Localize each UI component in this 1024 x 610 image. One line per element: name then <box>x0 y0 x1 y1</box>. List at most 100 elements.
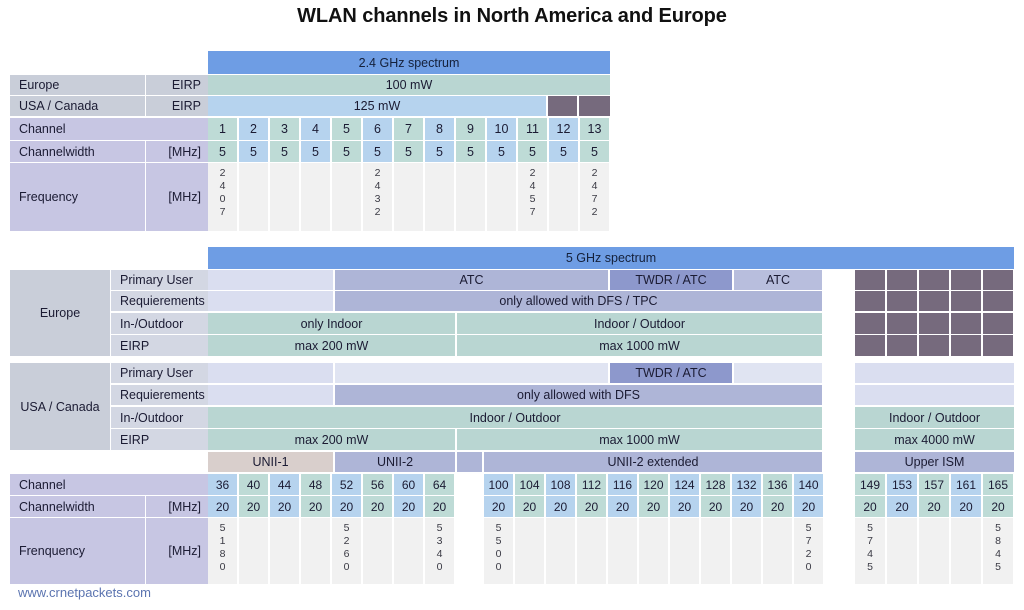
channelwidth-cell-5-120: 20 <box>639 496 668 517</box>
channel-cell-24-11: 11 <box>518 118 547 140</box>
channelwidth-cell-5-140: 20 <box>794 496 823 517</box>
europe-blocked-cell-r1-c3 <box>919 270 949 290</box>
frequency-cell-5-136 <box>763 518 792 584</box>
channelwidth-unit-5: [MHz] <box>146 496 208 517</box>
europe-primary-user-twdr-atc: TWDR / ATC <box>610 270 732 290</box>
frequency-cell-24-2 <box>239 163 268 231</box>
europe-inoutdoor-indoor-outdoor: Indoor / Outdoor <box>457 313 822 334</box>
channelwidth-cell-5-136: 20 <box>763 496 792 517</box>
channel-cell-24-8: 8 <box>425 118 454 140</box>
europe-eirp-value-24: 100 mW <box>208 75 610 95</box>
channel-cell-5-116: 116 <box>608 474 637 495</box>
usa-inoutdoor-value: Indoor / Outdoor <box>208 407 822 428</box>
usa-requirements-metric: Requierements <box>111 385 208 405</box>
channelwidth-cell-5-100: 20 <box>484 496 513 517</box>
band-label-unii-2-extended: UNII-2 extended <box>484 452 822 472</box>
europe-blocked-cell-r4-c4 <box>951 335 981 356</box>
europe-blocked-cell-r2-c5 <box>983 291 1013 311</box>
channel-cell-5-132: 132 <box>732 474 761 495</box>
channel-cell-5-40: 40 <box>239 474 268 495</box>
frequency-cell-24-12 <box>549 163 578 231</box>
frequency-cell-5-56 <box>363 518 392 584</box>
frequency-row-label-5: Frenquency <box>10 518 145 584</box>
channelwidth-cell-24-8: 5 <box>425 141 454 162</box>
europe-eirp-max1000: max 1000 mW <box>457 335 822 356</box>
channelwidth-cell-24-5: 5 <box>332 141 361 162</box>
channel-cell-5-157: 157 <box>919 474 949 495</box>
europe-primary-user-metric: Primary User <box>111 270 208 290</box>
band-label-upper-ism: Upper ISM <box>855 452 1014 472</box>
channelwidth-cell-5-44: 20 <box>270 496 299 517</box>
europe-blocked-cell-r4-c2 <box>887 335 917 356</box>
channelwidth-cell-5-104: 20 <box>515 496 544 517</box>
channel-cell-24-1: 1 <box>208 118 237 140</box>
europe-primary-user-atc-1: ATC <box>335 270 608 290</box>
europe-label-24: Europe <box>10 75 145 95</box>
europe-blocked-cell-r2-c3 <box>919 291 949 311</box>
channelwidth-cell-5-52: 20 <box>332 496 361 517</box>
europe-eirp-metric-5: EIRP <box>111 335 208 356</box>
channel-cell-24-6: 6 <box>363 118 392 140</box>
channelwidth-cell-24-10: 5 <box>487 141 516 162</box>
channelwidth-cell-5-112: 20 <box>577 496 606 517</box>
usa-eirp-max200: max 200 mW <box>208 429 455 450</box>
channel-cell-5-112: 112 <box>577 474 606 495</box>
source-url: www.crnetpackets.com <box>18 585 151 600</box>
europe-eirp-metric-24: EIRP <box>146 75 208 95</box>
frequency-cell-5-120 <box>639 518 668 584</box>
frequency-cell-5-124 <box>670 518 699 584</box>
channelwidth-cell-5-157: 20 <box>919 496 949 517</box>
band-label-unii-1: UNII-1 <box>208 452 333 472</box>
frequency-cell-5-132 <box>732 518 761 584</box>
channelwidth-cell-24-2: 5 <box>239 141 268 162</box>
channel-cell-5-128: 128 <box>701 474 730 495</box>
channel-cell-5-104: 104 <box>515 474 544 495</box>
europe-eirp-max200: max 200 mW <box>208 335 455 356</box>
europe-blocked-cell-r2-c1 <box>855 291 885 311</box>
band-label-unii-2: UNII-2 <box>335 452 455 472</box>
europe-region-label-5: Europe <box>10 270 110 356</box>
channelwidth-cell-5-165: 20 <box>983 496 1013 517</box>
channelwidth-cell-5-40: 20 <box>239 496 268 517</box>
channel-cell-5-44: 44 <box>270 474 299 495</box>
europe-requirements-unii1 <box>208 291 333 311</box>
frequency-cell-5-108 <box>546 518 575 584</box>
channelwidth-cell-24-13: 5 <box>580 141 609 162</box>
europe-blocked-cell-r2-c4 <box>951 291 981 311</box>
frequency-cell-5-60 <box>394 518 423 584</box>
band-label-gap <box>457 452 482 472</box>
europe-blocked-cell-r3-c3 <box>919 313 949 334</box>
channel-cell-5-161: 161 <box>951 474 981 495</box>
usa-primary-user-unii1 <box>208 363 333 383</box>
channelwidth-cell-24-9: 5 <box>456 141 485 162</box>
usa-primary-user-right <box>734 363 822 383</box>
frequency-cell-5-157 <box>919 518 949 584</box>
usa-eirp-metric-5: EIRP <box>111 429 208 450</box>
channel-cell-5-36: 36 <box>208 474 237 495</box>
frequency-cell-5-153 <box>887 518 917 584</box>
europe-blocked-cell-r1-c1 <box>855 270 885 290</box>
usa-eirp-max4000: max 4000 mW <box>855 429 1014 450</box>
channel-cell-5-48: 48 <box>301 474 330 495</box>
frequency-cell-24-8 <box>425 163 454 231</box>
usa-primary-user-mid <box>335 363 608 383</box>
channel-cell-5-165: 165 <box>983 474 1013 495</box>
frequency-cell-5-44 <box>270 518 299 584</box>
channelwidth-cell-24-6: 5 <box>363 141 392 162</box>
usa-label-24: USA / Canada <box>10 96 145 116</box>
frequency-cell-5-128 <box>701 518 730 584</box>
frequency-cell-24-9 <box>456 163 485 231</box>
frequency-cell-24-4 <box>301 163 330 231</box>
channelwidth-cell-5-56: 20 <box>363 496 392 517</box>
channelwidth-cell-5-149: 20 <box>855 496 885 517</box>
channel-cell-24-13: 13 <box>580 118 609 140</box>
frequency-cell-5-40 <box>239 518 268 584</box>
channel-cell-5-108: 108 <box>546 474 575 495</box>
channelwidth-cell-5-116: 20 <box>608 496 637 517</box>
